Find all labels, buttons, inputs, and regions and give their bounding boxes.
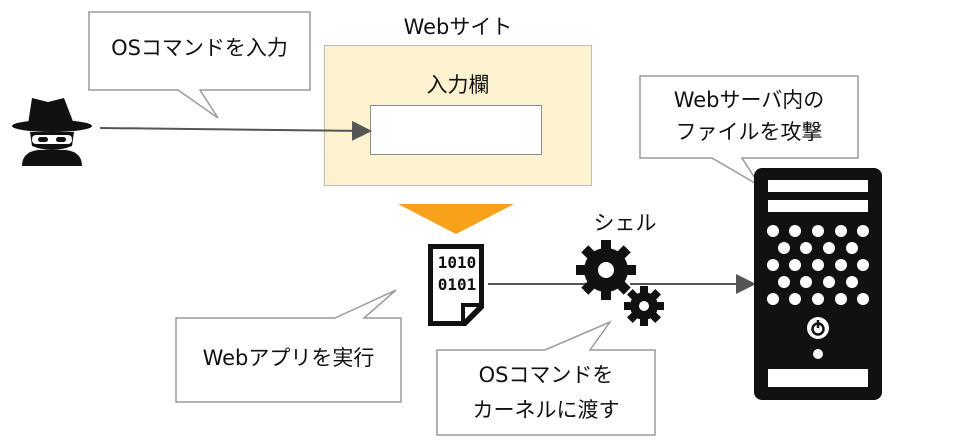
arrow-hacker-to-input bbox=[99, 120, 372, 141]
binary-file-line1: 1010 bbox=[437, 253, 477, 272]
bubble-server-shape bbox=[639, 75, 859, 187]
server-slot-top bbox=[768, 180, 868, 192]
bubble-app-text: Webアプリを実行 bbox=[202, 346, 375, 370]
bubble-kernel-text-line1: OSコマンドを bbox=[478, 363, 614, 387]
orange-down-arrow bbox=[398, 204, 514, 234]
bubble-server-text-line1: Webサーバ内の bbox=[673, 88, 825, 112]
bubble-app-shape bbox=[175, 289, 402, 403]
input-field-label: 入力欄 bbox=[426, 73, 490, 97]
bubble-kernel-text-line2: カーネルに渡す bbox=[472, 398, 620, 422]
binary-file-line2: 0101 bbox=[437, 275, 477, 294]
server-slot-bottom bbox=[768, 369, 868, 387]
binary-file-icon bbox=[428, 244, 484, 326]
server-slot-2 bbox=[768, 200, 868, 212]
bubble-attacker-shape bbox=[88, 11, 311, 119]
input-field[interactable] bbox=[370, 105, 542, 155]
shell-label: シェル bbox=[593, 211, 657, 235]
hacker-icon bbox=[12, 98, 92, 166]
server-vent-dots bbox=[767, 225, 869, 305]
bubble-server-text-line2: ファイルを攻撃 bbox=[675, 120, 823, 144]
website-box bbox=[324, 45, 592, 186]
bubble-attacker-text: OSコマンドを入力 bbox=[111, 36, 288, 60]
gears-icon bbox=[576, 240, 664, 326]
bubble-kernel-shape bbox=[436, 320, 656, 436]
server-led bbox=[813, 349, 823, 359]
power-icon bbox=[807, 317, 829, 339]
server-icon bbox=[754, 168, 882, 400]
website-title: Webサイト bbox=[403, 15, 513, 39]
